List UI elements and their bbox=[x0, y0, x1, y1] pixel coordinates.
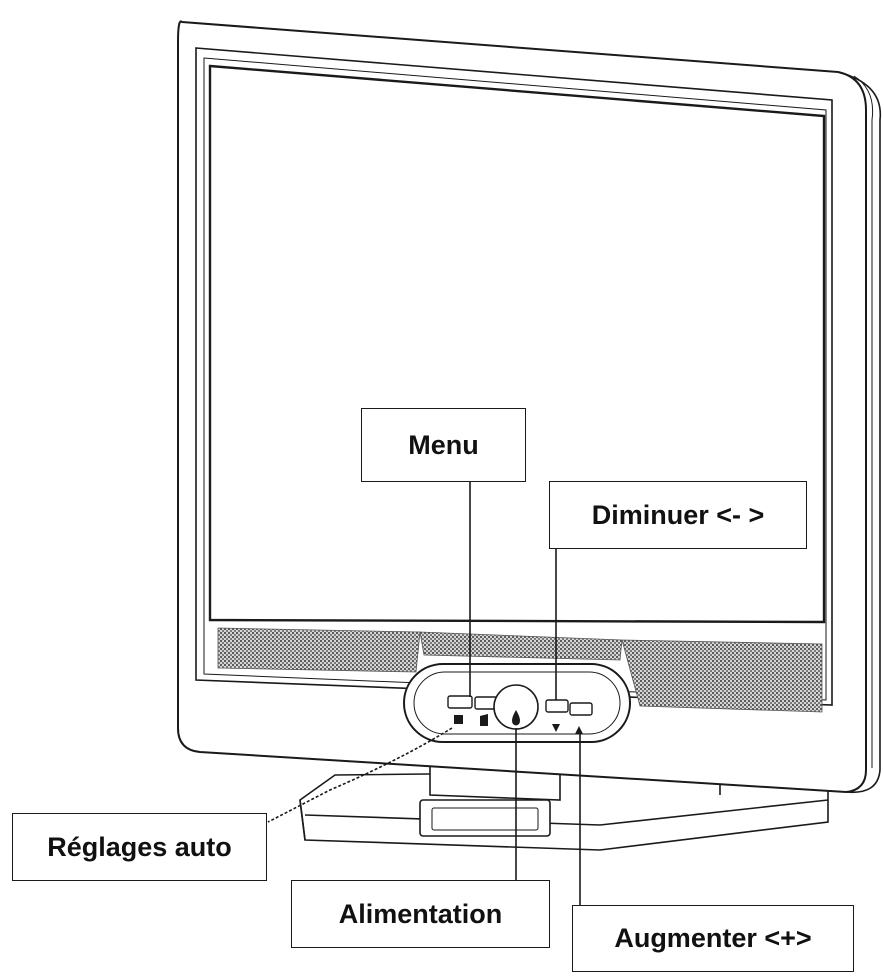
down-button[interactable] bbox=[545, 699, 569, 713]
leader-lines bbox=[267, 482, 581, 905]
down-triangle-icon bbox=[552, 724, 560, 732]
up-triangle-icon bbox=[575, 726, 583, 734]
label-diminuer: Diminuer <- > bbox=[549, 481, 807, 549]
power-drop-icon bbox=[512, 710, 520, 726]
up-button[interactable] bbox=[569, 702, 593, 716]
menu-icon bbox=[480, 714, 488, 726]
auto-button[interactable] bbox=[447, 695, 473, 709]
label-menu: Menu bbox=[361, 408, 526, 482]
stand-slot bbox=[419, 799, 551, 837]
label-alimentation: Alimentation bbox=[291, 880, 550, 948]
square-icon bbox=[454, 715, 463, 724]
label-augmenter: Augmenter <+> bbox=[572, 905, 854, 972]
label-reglages-auto: Réglages auto bbox=[12, 813, 267, 881]
